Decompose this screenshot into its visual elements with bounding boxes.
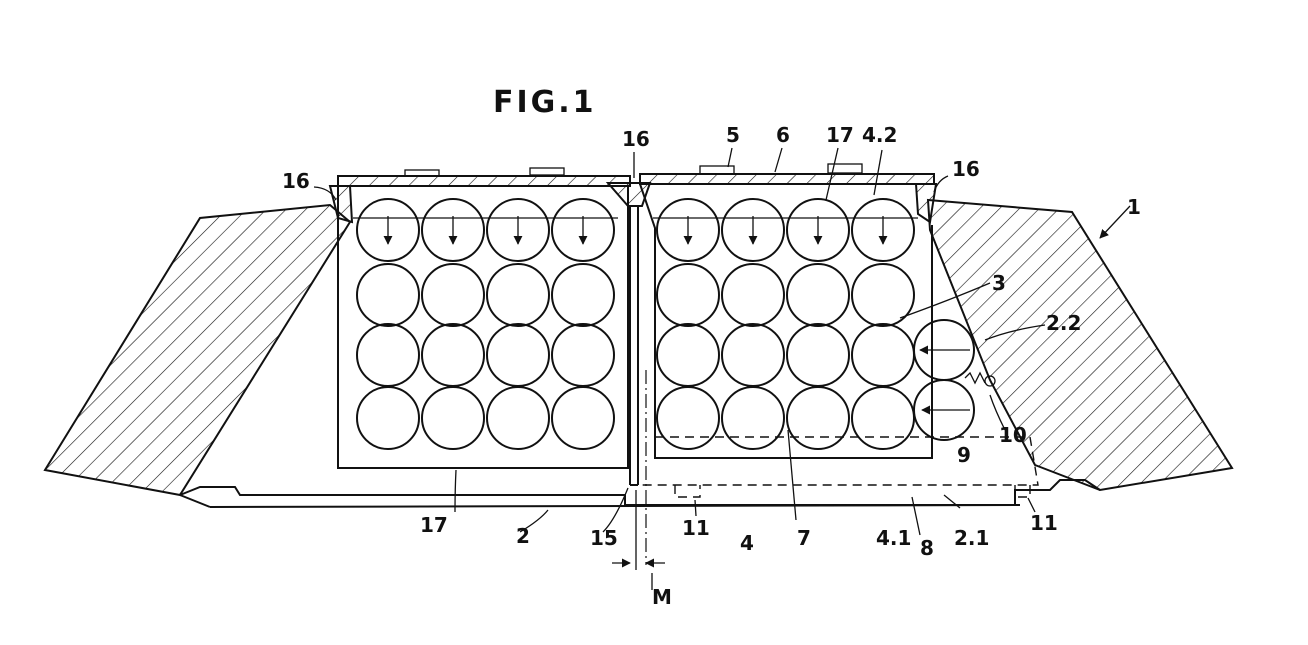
- outside-pipes: [913, 319, 996, 441]
- pipe-right-2-3: [851, 323, 915, 387]
- right-embankment: [926, 198, 1234, 492]
- pipe-right-3-3: [851, 386, 915, 450]
- label-11-left: 11: [682, 516, 710, 540]
- label-6: 6: [776, 123, 790, 147]
- trough-base: [179, 479, 1101, 508]
- label-16-right: 16: [952, 157, 980, 181]
- pipe-left-2-2: [486, 323, 550, 387]
- pipe-right-0-2: [786, 198, 850, 262]
- label-4-1: 4.1: [876, 526, 911, 550]
- label-17-bottom: 17: [420, 513, 448, 537]
- label-3: 3: [992, 271, 1006, 295]
- pipe-right-3-2: [786, 386, 850, 450]
- pipe-right-2-2: [786, 323, 850, 387]
- label-7: 7: [797, 526, 811, 550]
- label-4-2: 4.2: [862, 123, 897, 147]
- pipe-left-1-3: [551, 263, 615, 327]
- pipe-left-0-1: [421, 198, 485, 262]
- label-m: M: [652, 585, 672, 609]
- label-17-top: 17: [826, 123, 854, 147]
- pipe-left-3-1: [421, 386, 485, 450]
- label-11-right: 11: [1030, 511, 1058, 535]
- label-4: 4: [740, 531, 754, 555]
- figure-title: FIG.1: [493, 85, 597, 120]
- pipe-right-0-1: [721, 198, 785, 262]
- right-container: [639, 183, 933, 459]
- leader-lines: [313, 147, 1131, 590]
- pipe-left-2-0: [356, 323, 420, 387]
- pipe-right-0-0: [656, 198, 720, 262]
- label-10: 10: [999, 423, 1027, 447]
- label-16-left: 16: [282, 169, 310, 193]
- reference-labels: 1 2 2.1 2.2 3 4 4.1 4.2 5 6 7 8 9 10 11 …: [282, 123, 1141, 609]
- label-15: 15: [590, 526, 618, 550]
- pipe-right-0-3: [851, 198, 915, 262]
- pipe-right-1-3: [851, 263, 915, 327]
- pipe-array: [353, 198, 918, 450]
- pipe-left-0-3: [551, 198, 615, 262]
- label-8: 8: [920, 536, 934, 560]
- pipe-left-1-0: [356, 263, 420, 327]
- pipe-left-2-3: [551, 323, 615, 387]
- pipe-left-1-1: [421, 263, 485, 327]
- pipe-right-1-1: [721, 263, 785, 327]
- pipe-right-1-0: [656, 263, 720, 327]
- pipe-left-1-2: [486, 263, 550, 327]
- label-2-1: 2.1: [954, 526, 989, 550]
- pipe-left-3-3: [551, 386, 615, 450]
- left-container: [337, 186, 629, 469]
- pipe-right-2-0: [656, 323, 720, 387]
- pipe-left-2-1: [421, 323, 485, 387]
- pipe-right-3-1: [721, 386, 785, 450]
- divider-wall: [629, 205, 647, 565]
- label-2: 2: [516, 524, 530, 548]
- label-1: 1: [1127, 195, 1141, 219]
- label-2-2: 2.2: [1046, 311, 1081, 335]
- pipe-left-0-2: [486, 198, 550, 262]
- pipe-right-1-2: [786, 263, 850, 327]
- label-9: 9: [957, 443, 971, 467]
- dimension-m: [612, 490, 665, 570]
- pipe-right-2-1: [721, 323, 785, 387]
- label-16-middle: 16: [622, 127, 650, 151]
- left-embankment: [43, 203, 352, 497]
- pipe-right-3-0: [656, 386, 720, 450]
- pipe-left-0-0: [356, 198, 420, 262]
- cover-plate: [328, 163, 938, 224]
- pipe-left-3-0: [356, 386, 420, 450]
- pipe-left-3-2: [486, 386, 550, 450]
- label-5: 5: [726, 123, 740, 147]
